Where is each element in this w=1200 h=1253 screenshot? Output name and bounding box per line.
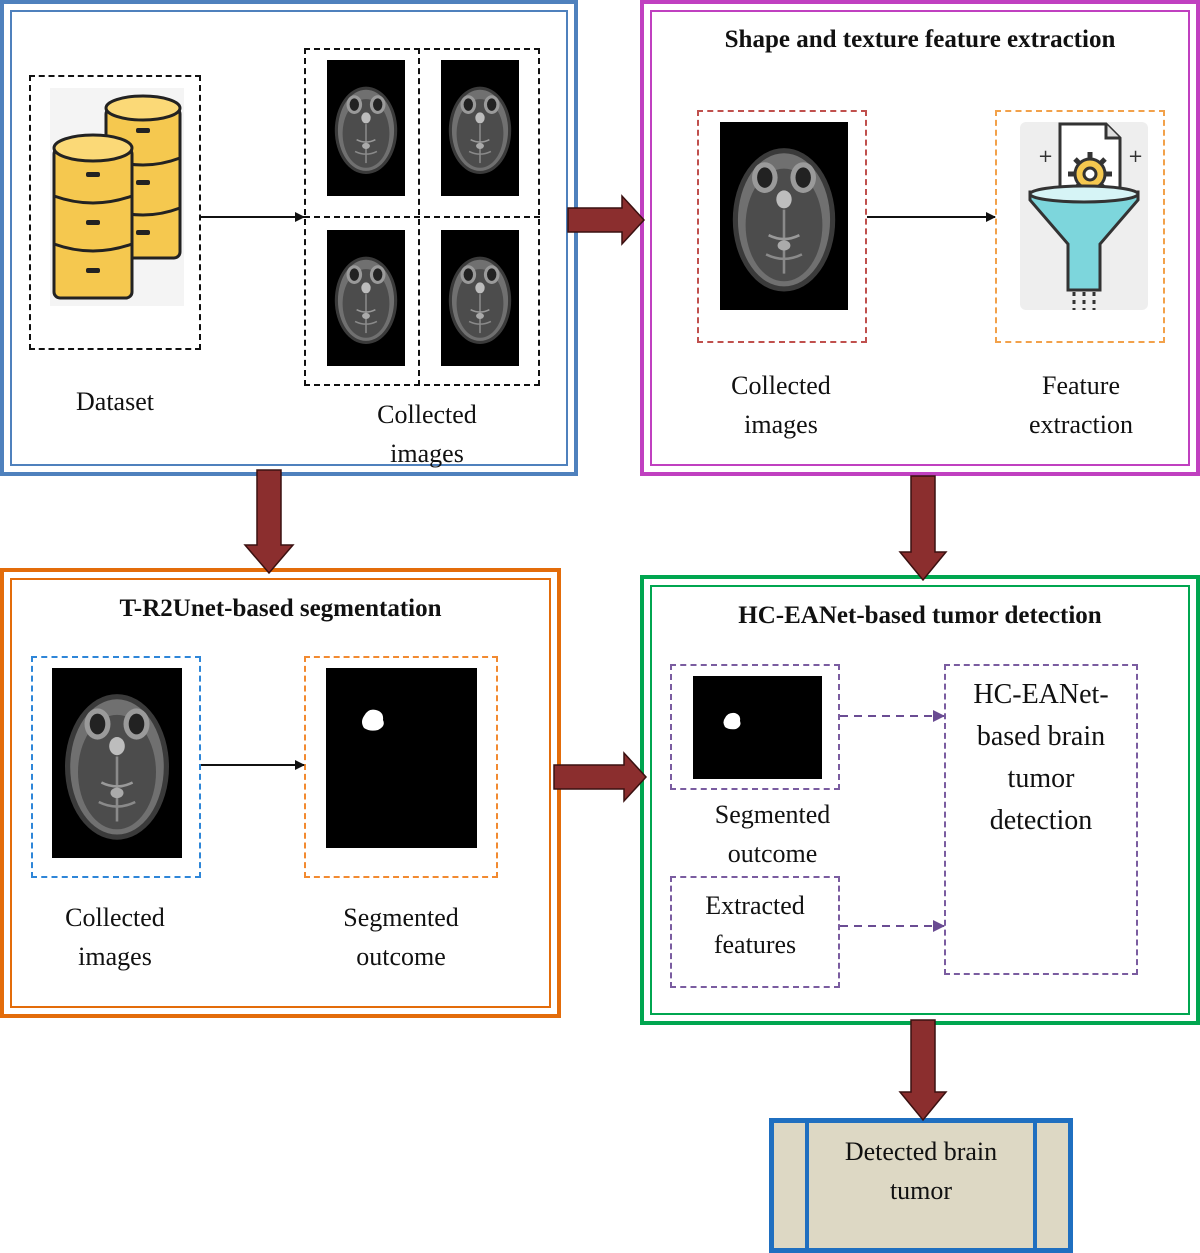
segmented-outcome-box xyxy=(304,656,498,878)
result-box-left-rule xyxy=(805,1118,809,1253)
feature-collected-box xyxy=(697,110,867,343)
block-arrow-feature-to-detection xyxy=(898,475,948,582)
result-box xyxy=(769,1118,1073,1253)
database-stack-icon xyxy=(50,88,184,306)
mri-image-feature xyxy=(720,122,848,310)
funnel-gear-document-icon: + + xyxy=(1020,122,1148,310)
mri-image-2 xyxy=(441,60,519,196)
detector-box xyxy=(944,664,1138,975)
block-arrow-segmentation-to-detection xyxy=(553,751,648,803)
mri-image-4 xyxy=(441,230,519,366)
detection-segmented-label: Segmented outcome xyxy=(714,800,831,868)
panel-dataset-inner xyxy=(10,10,568,466)
feature-extraction-label: Feature extraction xyxy=(1029,371,1133,439)
feature-extraction-box xyxy=(995,110,1165,343)
segmentation-collected-box xyxy=(31,656,201,878)
detector-label: HC-EANet-based brain tumor detection xyxy=(973,679,1109,836)
extracted-features-label: Extracted features xyxy=(705,891,805,959)
panel-segmentation-inner xyxy=(10,578,551,1008)
mri-image-1 xyxy=(327,60,405,196)
dataset-box xyxy=(29,75,201,350)
grid-divider-horizontal xyxy=(304,216,540,218)
block-arrow-data-to-feature xyxy=(567,194,646,246)
block-arrow-detection-to-result xyxy=(898,1019,948,1122)
detection-mask-image xyxy=(693,676,822,779)
segmented-outcome-label: Segmented outcome xyxy=(343,903,459,971)
feature-collected-label: Collected images xyxy=(731,371,831,439)
mri-image-3 xyxy=(327,230,405,366)
detection-segmented-box xyxy=(670,664,840,790)
segmentation-collected-label: Collected images xyxy=(65,903,165,971)
panel-feature-inner xyxy=(650,10,1190,466)
svg-text:+: + xyxy=(1128,146,1143,167)
extracted-features-box xyxy=(670,876,840,988)
panel-detection-inner xyxy=(650,585,1190,1015)
mri-image-segmentation xyxy=(52,668,182,858)
block-arrow-data-to-segmentation xyxy=(243,469,295,575)
segmented-mask-image xyxy=(326,668,477,848)
panel-segmentation-title: T-R2Unet-based segmentation xyxy=(119,595,442,622)
panel-feature-title: Shape and texture feature extraction xyxy=(724,26,1116,53)
dataset-label: Dataset xyxy=(76,387,154,416)
result-box-right-rule xyxy=(1033,1118,1037,1253)
collected-images-label-1: Collected images xyxy=(377,400,477,468)
result-label: Detected brain tumor xyxy=(844,1137,998,1205)
svg-text:+: + xyxy=(1038,146,1053,167)
panel-detection-title: HC-EANet-based tumor detection xyxy=(738,602,1102,629)
